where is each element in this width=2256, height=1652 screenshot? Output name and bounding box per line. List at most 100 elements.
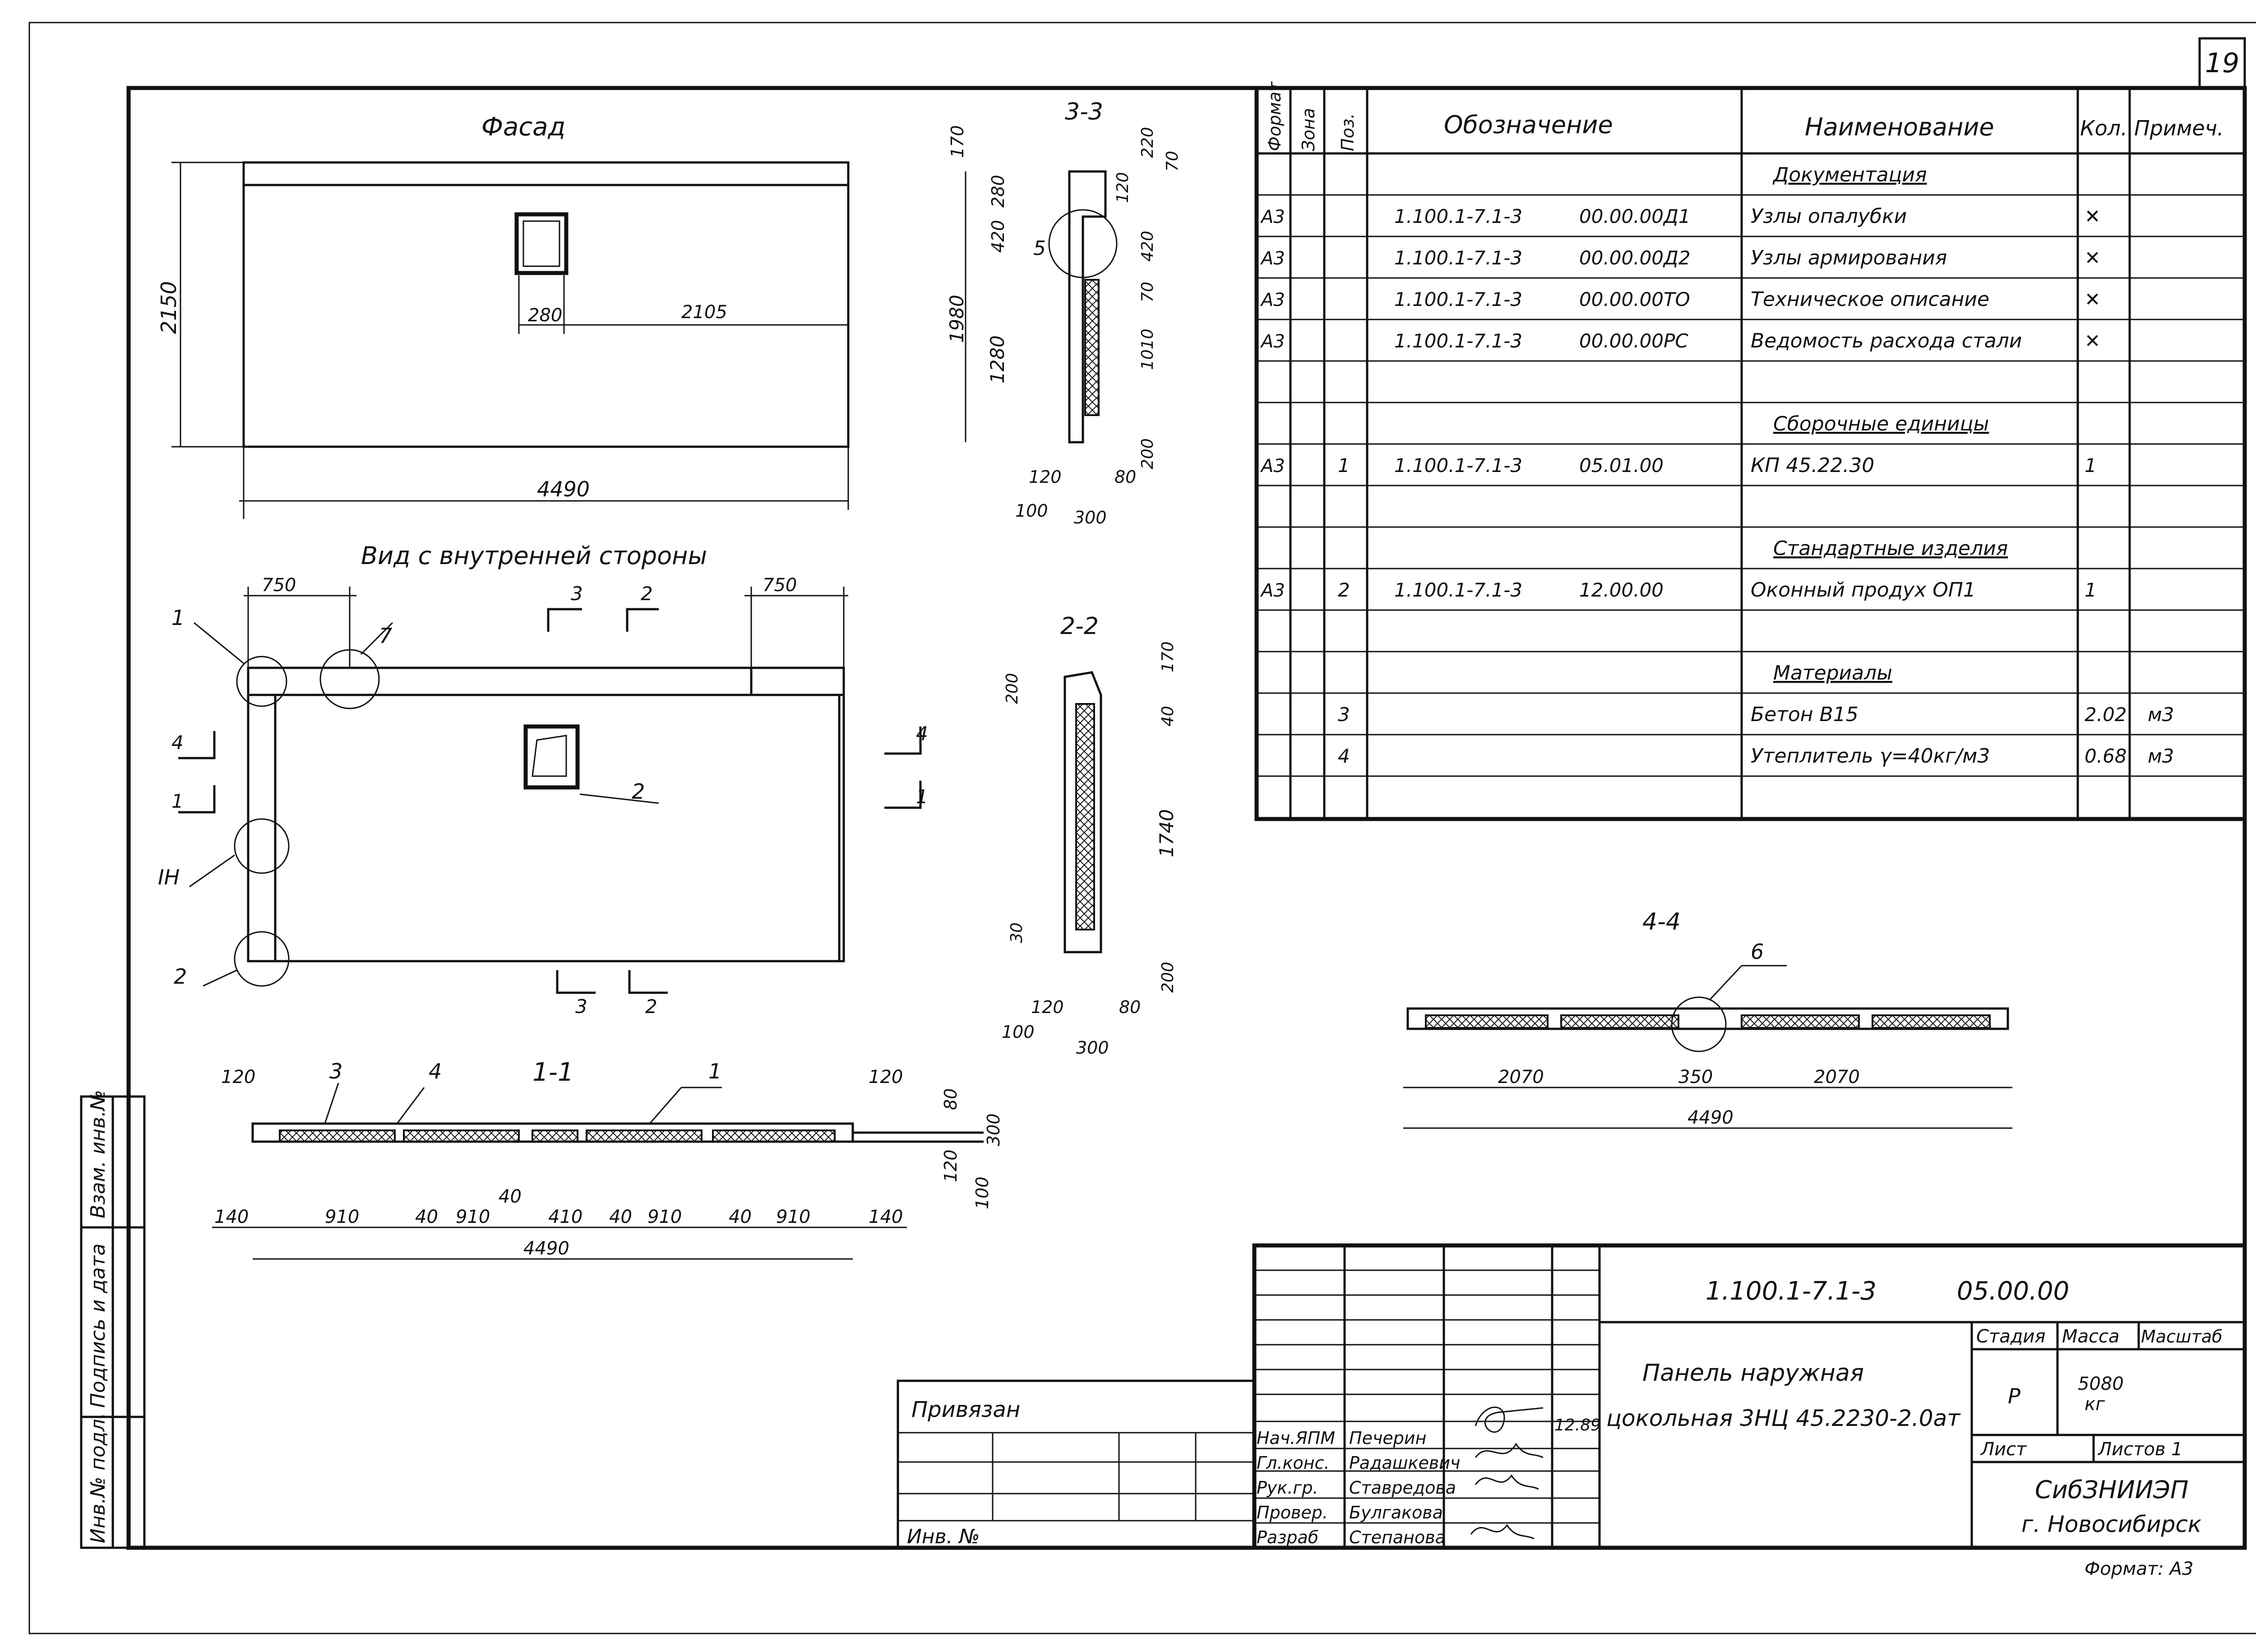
signer-role: Нач.ЯПМ xyxy=(1257,1428,1335,1448)
s33-dim-1280: 1280 xyxy=(986,335,1008,384)
spec-cell-code: 1.100.1-7.1-3 xyxy=(1394,205,1522,227)
s33-dim-80-b: 80 xyxy=(1114,467,1136,487)
inner-view: Вид с внутренней стороны 750 750 1 7 2 I… xyxy=(158,541,928,1018)
s44-dim-total: 4490 xyxy=(1687,1107,1734,1128)
specification-table: Формат Зона Поз. Обозначение Наименовани… xyxy=(1254,81,2247,821)
signature-4 xyxy=(1470,1524,1535,1540)
spec-cell-pos: 4 xyxy=(1338,745,1350,767)
spec-cell-code2: 05.01.00 xyxy=(1579,454,1664,477)
section-mark-3-top: 3 xyxy=(571,583,583,605)
s22-dim-40: 40 xyxy=(1159,706,1177,727)
stamp-title-2: цокольная 3НЦ 45.2230-2.0ат xyxy=(1606,1405,1961,1431)
stamp-city: г. Новосибирск xyxy=(2021,1511,2201,1537)
stamp-org: СибЗНИИЭП xyxy=(2035,1476,2188,1504)
stamp-mass-unit: кг xyxy=(2085,1394,2105,1415)
spec-cell-code: 1.100.1-7.1-3 xyxy=(1394,247,1522,269)
stamp-mass-label: Масса xyxy=(2062,1326,2120,1347)
spec-cell-format: А3 xyxy=(1260,207,1285,227)
spec-cell-qty: ✕ xyxy=(2085,330,2100,352)
bound-label: Привязан xyxy=(911,1397,1020,1422)
s11-callout-4: 4 xyxy=(429,1059,442,1083)
spec-cell-code2: 00.00.00Д1 xyxy=(1579,205,1691,227)
s44-dim-2070-r: 2070 xyxy=(1814,1067,1860,1087)
spec-cell-code2: 00.00.00ТО xyxy=(1579,288,1690,310)
signer-name: Радашкевич xyxy=(1349,1453,1460,1473)
stamp-sheet-label: Лист xyxy=(1980,1439,2027,1460)
facade-dim-2105: 2105 xyxy=(681,302,727,323)
stamp-mass: 5080 xyxy=(2078,1374,2124,1394)
stamp-code: 1.100.1-7.1-3 05.00.00 xyxy=(1706,1277,2069,1306)
s11-dim-b9: 910 xyxy=(776,1207,810,1227)
signer-name: Булгакова xyxy=(1349,1503,1443,1522)
spec-cell-name: Стандартные изделия xyxy=(1773,537,2008,560)
s22-dim-200-bot: 200 xyxy=(1159,962,1177,993)
spec-cell-format: А3 xyxy=(1260,331,1285,352)
spec-cell-name: Техническое описание xyxy=(1751,288,1989,311)
s33-dim-420-l: 420 xyxy=(988,220,1008,253)
spec-cell-pos: 2 xyxy=(1338,579,1350,601)
spec-cell-format: А3 xyxy=(1260,290,1285,310)
spec-cell-name: Документация xyxy=(1772,163,1927,186)
spec-cell-format: А3 xyxy=(1260,580,1285,601)
inner-dim-right: 750 xyxy=(763,575,797,596)
s11-dim-top-120-left: 120 xyxy=(221,1067,255,1087)
inner-window xyxy=(523,724,580,790)
spec-cell-name: Утеплитель γ=40кг/м3 xyxy=(1751,745,1990,768)
s22-dim-200-top: 200 xyxy=(1003,673,1022,704)
strip-inv-podl: Инв.№ подл. xyxy=(87,1412,110,1543)
s33-dim-120-b: 120 xyxy=(1029,467,1062,487)
spec-header-pos: Поз. xyxy=(1338,113,1358,151)
inv-label: Инв. № xyxy=(907,1525,980,1548)
callout-2-corner: 2 xyxy=(174,964,187,989)
spec-cell-qty: ✕ xyxy=(2085,205,2100,227)
title-block: 1.100.1-7.1-3 05.00.00 Панель наружная ц… xyxy=(1252,1243,2247,1579)
facade-dim-height: 2150 xyxy=(157,281,181,334)
section-mark-4-left: 4 xyxy=(171,731,184,754)
spec-cell-code2: 00.00.00Д2 xyxy=(1579,247,1691,269)
spec-cell-format: А3 xyxy=(1260,248,1285,269)
signer-role: Разраб xyxy=(1257,1527,1318,1547)
inner-dim-left: 750 xyxy=(262,575,296,596)
signer-role: Гл.конс. xyxy=(1257,1453,1330,1473)
spec-cell-pos: 1 xyxy=(1338,454,1350,477)
callout-1: 1 xyxy=(171,606,185,630)
spec-cell-note: м3 xyxy=(2148,703,2174,726)
spec-cell-qty: 0.68 xyxy=(2085,745,2127,767)
s44-callout-6: 6 xyxy=(1751,939,1764,964)
section-1-1: 1-1 3 4 1 120 120 80 300 120 100 140 910… xyxy=(212,1058,1003,1260)
spec-cell-name: Бетон В15 xyxy=(1751,703,1858,726)
s33-dim-120: 120 xyxy=(1114,172,1132,203)
spec-cell-name: КП 45.22.30 xyxy=(1751,454,1874,477)
s44-dim-2070-l: 2070 xyxy=(1498,1067,1544,1087)
s33-dim-200: 200 xyxy=(1138,438,1157,469)
signature-1 xyxy=(1475,1407,1544,1433)
s33-dim-70-mid: 70 xyxy=(1138,282,1157,302)
s11-dim-b3: 910 xyxy=(456,1207,490,1227)
spec-cell-qty: ✕ xyxy=(2085,247,2100,269)
facade-dim-width: 4490 xyxy=(537,477,590,501)
signature-2 xyxy=(1475,1443,1544,1458)
s11-dim-total: 4490 xyxy=(523,1238,569,1259)
callout-2-window: 2 xyxy=(632,779,645,804)
signature-3 xyxy=(1475,1474,1539,1490)
spec-cell-note: м3 xyxy=(2148,745,2174,767)
stamp-stage-label: Стадия xyxy=(1976,1326,2045,1347)
s33-dim-170: 170 xyxy=(948,125,967,158)
s11-dim-b1: 910 xyxy=(325,1207,359,1227)
signer-role: Провер. xyxy=(1257,1503,1328,1522)
bound-block: Привязан Инв. № xyxy=(897,1379,1256,1549)
spec-cell-format: А3 xyxy=(1260,456,1285,477)
s33-dim-70-top: 70 xyxy=(1163,151,1182,171)
s22-dim-30: 30 xyxy=(1008,922,1026,943)
s33-dim-420-r: 420 xyxy=(1138,231,1157,262)
spec-header-name: Наименование xyxy=(1805,113,1994,141)
strip-sign-date: Подпись и дата xyxy=(87,1244,110,1408)
s33-dim-100-b: 100 xyxy=(1015,501,1048,521)
s11-dim-80: 80 xyxy=(941,1088,961,1110)
s11-dim-b10: 140 xyxy=(869,1207,903,1227)
spec-cell-name: Сборочные единицы xyxy=(1773,412,1989,435)
spec-header-code: Обозначение xyxy=(1444,111,1613,139)
section-mark-3-bottom: 3 xyxy=(575,995,587,1018)
spec-header-qty: Кол. xyxy=(2080,116,2127,140)
